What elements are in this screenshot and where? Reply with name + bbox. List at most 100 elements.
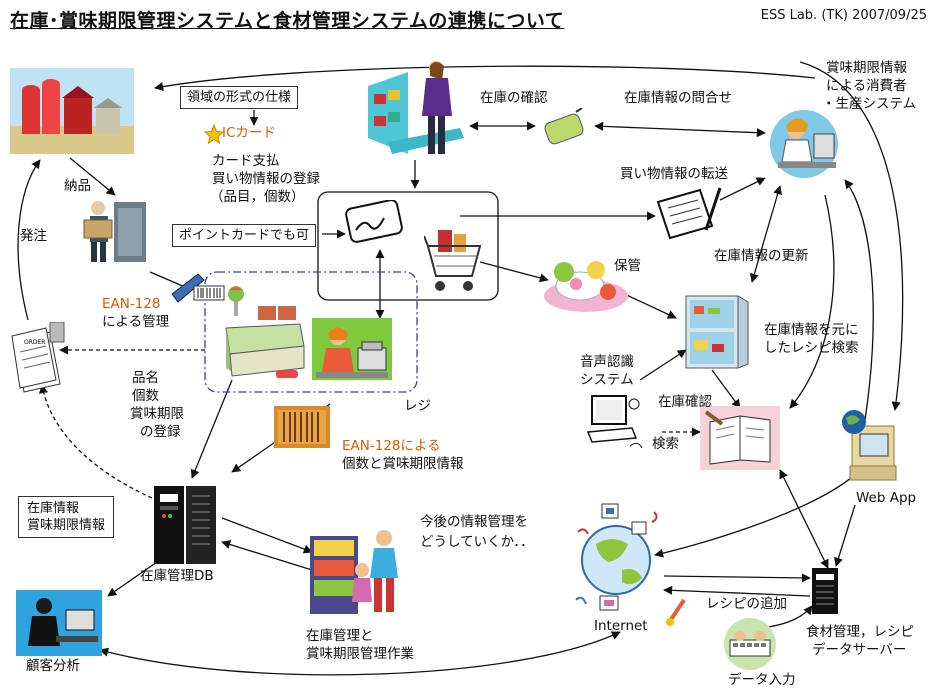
arrow-toiawase: [594, 121, 766, 138]
consumer-system-line-2: による消費者: [826, 78, 907, 94]
consumer-computer-illustration: [770, 110, 838, 178]
work-label-line-1: 在庫管理と: [306, 628, 374, 644]
shopping-cart-illustration: [424, 230, 482, 291]
db-info-line-1: 在庫情報: [27, 501, 80, 516]
voice-recognition-pc-illustration: [586, 395, 643, 449]
arrow-cart-to-food: [479, 261, 549, 283]
register-label: レジ: [404, 398, 431, 414]
stock-update-label: 在庫情報の更新: [714, 248, 809, 264]
recipe-search-line-2: したレシピ検索: [764, 340, 859, 356]
web-app-globe-illustration: [842, 410, 897, 481]
arrow-recipe-server: [779, 469, 829, 569]
search-label: 検索: [652, 436, 679, 452]
phone-illustration: [544, 108, 584, 145]
db-info-box: 在庫情報 賞味期限情報: [18, 496, 115, 538]
db-info-line-2: 賞味期限情報: [27, 518, 106, 533]
barcode-scanner-illustration: [171, 273, 225, 303]
shopper-illustration: [368, 61, 464, 154]
ic-card-label: ICカード: [222, 125, 276, 141]
format-spec-box: 領域の形式の仕様: [180, 86, 299, 109]
data-input-label: データ入力: [728, 672, 796, 688]
arrow-internet-to-kokyaku: [99, 631, 621, 676]
arrow-internet-to-server: [663, 573, 811, 583]
recipe-book-illustration: [700, 406, 780, 470]
arrow-warehouse-to-db: [190, 379, 233, 479]
registration-line-4: の登録: [140, 424, 181, 440]
arrow-webapp-to-server: [834, 504, 856, 567]
order-form-illustration: ORDER: [11, 322, 65, 393]
arrow-consumer-to-webapp: [799, 61, 904, 411]
arrow-server-to-internet: [663, 585, 811, 597]
food-plate-illustration: [544, 261, 628, 312]
server-line-1: 食材管理，レシピ: [806, 624, 914, 640]
dashed-db-to-order: [38, 384, 153, 499]
voice-system-line-1: 音声認識: [580, 354, 634, 370]
work-label-line-2: 賞味期限管理作業: [306, 646, 414, 662]
arrow-farm-to-delivery: [69, 157, 116, 196]
stock-inquiry-label: 在庫情報の問合せ: [624, 90, 732, 106]
ean-management-line-1: EAN-128: [102, 296, 161, 312]
inventory-workers-illustration: [310, 530, 398, 614]
database-server-illustration: [154, 486, 216, 564]
arrow-fridge-to-recipe: [711, 369, 741, 409]
document-pen-illustration: [656, 187, 722, 240]
arrow-consumer-update-fridge: [749, 185, 783, 283]
internet-label: Internet: [594, 618, 648, 634]
future-question-line-2: どうしていくか．．: [420, 534, 534, 550]
payment-card-illustration: [345, 200, 403, 243]
server-line-2: データサーバー: [812, 642, 907, 658]
arrow-consumer-to-farm: [154, 65, 816, 92]
refrigerator-illustration: [685, 295, 749, 369]
checkmark-pen-icon: [666, 598, 686, 626]
purchase-transfer-label: 買い物情報の転送: [620, 166, 728, 182]
inventory-db-label: 在庫管理DB: [140, 568, 214, 584]
warehouse-building-illustration: [225, 286, 305, 378]
arrow-db-to-kokyaku: [107, 561, 158, 597]
farm-silo-illustration: [10, 68, 134, 154]
arrow-sagyo-db: [221, 540, 313, 571]
arrow-webapp-to-internet: [654, 469, 861, 558]
internet-globe-illustration: [575, 503, 658, 611]
voice-system-line-2: システム: [580, 372, 634, 388]
card-payment-line-2: 買い物情報の登録: [212, 171, 320, 187]
card-payment-line-3: （品目，個数）: [210, 189, 305, 205]
ean-management-line-2: による管理: [102, 314, 170, 330]
recipe-search-line-1: 在庫情報を元に: [764, 322, 859, 338]
keyboard-input-illustration: [724, 618, 776, 670]
arrow-transfer-to-consumer: [719, 177, 766, 201]
stock-confirm-label: 在庫確認: [658, 394, 712, 410]
customer-analysis-label: 顧客分析: [26, 658, 80, 674]
barcode-box-illustration: [274, 406, 330, 448]
ean-info-line-2: 個数と賞味期限情報: [342, 456, 464, 472]
registration-line-1: 品名: [132, 370, 159, 386]
delivery-person-illustration: [83, 201, 146, 262]
card-payment-line-1: カード支払: [212, 153, 280, 169]
customer-analysis-illustration: [16, 590, 102, 656]
storage-label: 保管: [614, 258, 641, 274]
web-app-label: Web App: [856, 490, 917, 506]
page-title: 在庫･賞味期限管理システムと食材管理システムの連携について: [10, 10, 565, 32]
recipe-add-label: レシピの追加: [706, 596, 787, 612]
delivery-label: 納品: [64, 178, 91, 194]
stock-check-label: 在庫の確認: [480, 90, 548, 106]
registration-line-2: 個数: [132, 388, 159, 404]
arrow-pc-to-fridge: [639, 349, 687, 381]
ean-info-line-1: EAN-128による: [342, 438, 441, 454]
ic-card-star-icon: [204, 124, 224, 144]
pos-frame: [317, 191, 499, 301]
registration-line-3: 賞味期限: [130, 406, 184, 422]
order-label: 発注: [20, 228, 47, 244]
arrow-db-sagyo: [221, 517, 313, 554]
credit-line: ESS Lab. (TK) 2007/09/25: [760, 8, 927, 23]
consumer-system-line-1: 賞味期限情報: [826, 60, 907, 76]
arrow-food-to-fridge: [619, 291, 677, 319]
point-card-box: ポイントカードでも可: [172, 224, 317, 247]
arrow-order-to-farm: [17, 159, 41, 321]
arrow-webapp-to-consumer: [844, 179, 874, 421]
arrow-consumer-to-recipe: [789, 194, 835, 409]
store-dashed-frame: [204, 271, 418, 393]
recipe-server-illustration: [812, 568, 838, 614]
consumer-system-line-3: ・生産システム: [822, 96, 917, 112]
